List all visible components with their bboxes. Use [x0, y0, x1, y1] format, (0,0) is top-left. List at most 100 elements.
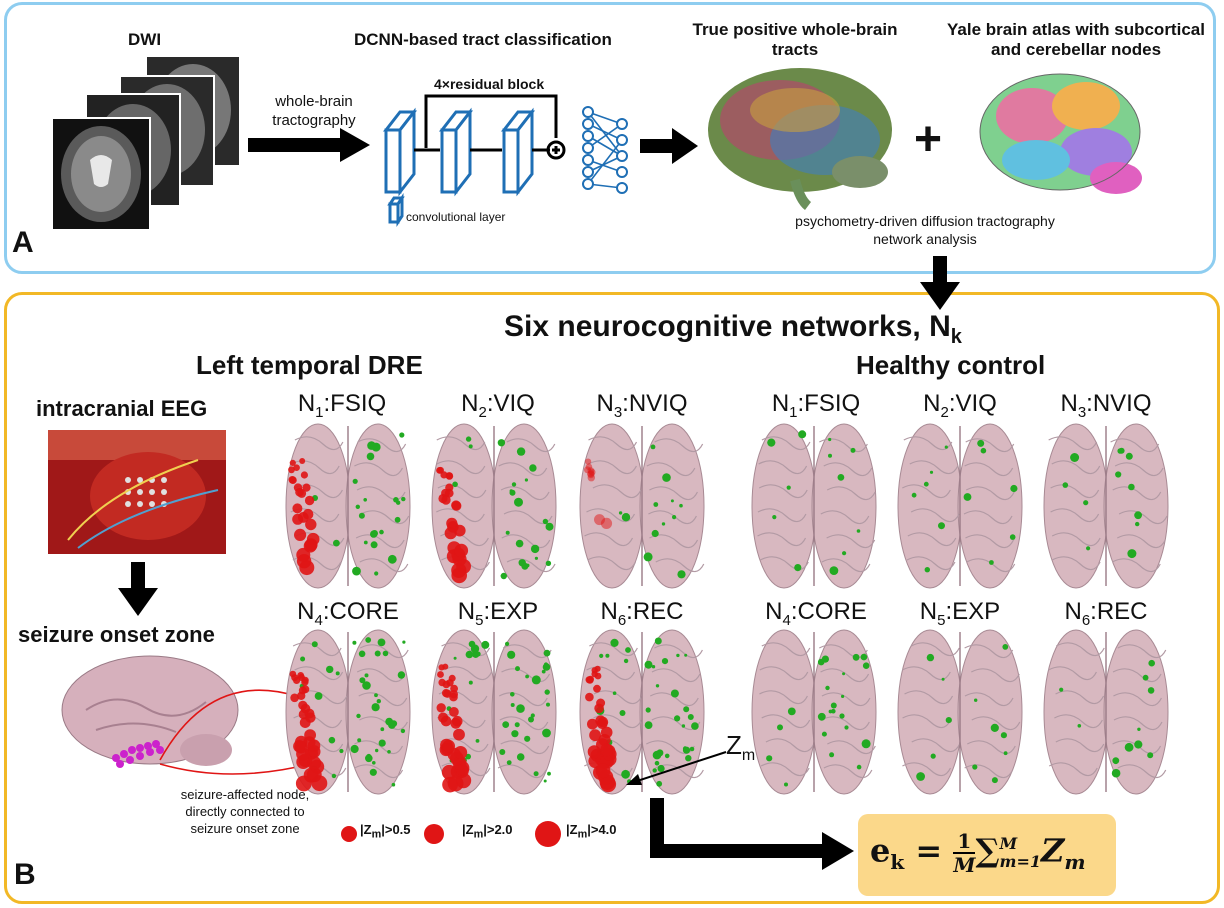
axial-brain-7 — [897, 423, 1023, 589]
gyrus-line — [655, 558, 705, 573]
green-node — [623, 658, 629, 664]
legend-mark-0 — [341, 826, 357, 842]
green-node — [684, 653, 688, 657]
green-node — [326, 665, 334, 674]
green-node — [605, 653, 610, 658]
red-node — [288, 476, 297, 484]
green-node — [991, 777, 998, 784]
green-node — [1114, 760, 1118, 765]
label-dre-n3: N3:NVIQ — [596, 390, 688, 421]
label-hc-n4: N4:CORE — [765, 598, 867, 629]
right-group-title: Healthy control — [856, 350, 1046, 380]
gyrus-line — [360, 510, 410, 525]
gyrus-line — [1054, 714, 1103, 729]
green-node — [545, 560, 552, 566]
green-node — [300, 656, 306, 662]
green-node — [784, 782, 788, 787]
green-node — [515, 539, 524, 548]
green-node — [798, 430, 807, 439]
green-node — [358, 512, 365, 519]
green-node — [938, 522, 945, 530]
red-node — [436, 703, 446, 713]
green-node — [1077, 724, 1082, 728]
gyrus-line — [1050, 508, 1100, 523]
green-node — [652, 768, 657, 773]
gyrus-line — [292, 642, 342, 657]
gyrus-line — [1112, 486, 1162, 501]
green-node — [911, 492, 917, 498]
arrow-eeg-to-soz — [118, 562, 158, 616]
green-node — [655, 684, 660, 688]
red-node — [288, 466, 295, 474]
green-node — [529, 464, 537, 472]
gyrus-line — [356, 668, 406, 683]
gyrus-line — [655, 764, 704, 779]
green-node — [401, 496, 406, 502]
green-node — [468, 444, 473, 449]
green-node — [924, 567, 930, 573]
gyrus-line — [499, 716, 549, 731]
lateral-brain-soz — [61, 655, 239, 768]
tractography-brain-image — [708, 68, 892, 210]
conv-layer-label: convolutional layer — [406, 210, 506, 224]
green-node — [335, 671, 340, 676]
red-node — [442, 739, 455, 753]
red-node — [289, 459, 296, 466]
green-node — [929, 470, 934, 474]
red-node — [304, 495, 315, 506]
green-node — [547, 771, 551, 776]
gyrus-line — [819, 438, 868, 453]
green-node — [365, 637, 372, 643]
green-node — [509, 489, 513, 493]
green-node — [468, 640, 476, 648]
red-node — [595, 763, 611, 779]
gyrus-line — [765, 738, 815, 753]
green-node — [352, 478, 358, 484]
red-node — [301, 678, 309, 686]
label-hc-n1: N1:FSIQ — [771, 390, 861, 421]
axial-brain-8 — [1043, 423, 1169, 589]
red-node — [447, 775, 464, 792]
green-node — [767, 438, 776, 447]
green-node — [944, 445, 948, 449]
gyrus-line — [294, 436, 344, 451]
red-node — [293, 464, 300, 471]
left-group-title: Left temporal DRE — [196, 350, 423, 380]
green-node — [394, 516, 401, 523]
gyrus-line — [902, 714, 952, 729]
green-node — [363, 540, 368, 545]
gyrus-line — [1055, 738, 1105, 753]
green-node — [370, 541, 378, 549]
legend-label-2: |Zm|>4.0 — [566, 822, 617, 841]
green-node — [499, 749, 506, 755]
axial-brain-3 — [285, 629, 411, 795]
green-node — [990, 723, 999, 732]
green-node — [651, 529, 659, 538]
green-node — [972, 764, 978, 770]
red-node — [295, 487, 304, 497]
dcnn-title: DCNN-based tract classification — [354, 30, 612, 49]
gyrus-line — [965, 486, 1015, 501]
gyrus-line — [497, 764, 547, 779]
green-node — [687, 714, 694, 720]
green-node — [662, 473, 671, 482]
green-node — [391, 782, 396, 787]
gyrus-line — [761, 642, 811, 657]
green-node — [399, 432, 405, 438]
gyrus-line — [902, 484, 951, 499]
gyrus-line — [821, 558, 871, 573]
green-node — [365, 754, 373, 763]
green-node — [681, 724, 686, 728]
red-node — [307, 739, 321, 752]
green-node — [1125, 452, 1133, 460]
green-node — [357, 738, 362, 743]
axial-brain-0 — [285, 423, 411, 589]
red-node — [593, 684, 601, 693]
red-node — [444, 527, 457, 540]
green-node — [328, 736, 336, 744]
gyrus-line — [758, 484, 808, 499]
gyrus-line — [584, 532, 634, 547]
green-node — [1134, 511, 1142, 520]
green-node — [370, 530, 378, 538]
